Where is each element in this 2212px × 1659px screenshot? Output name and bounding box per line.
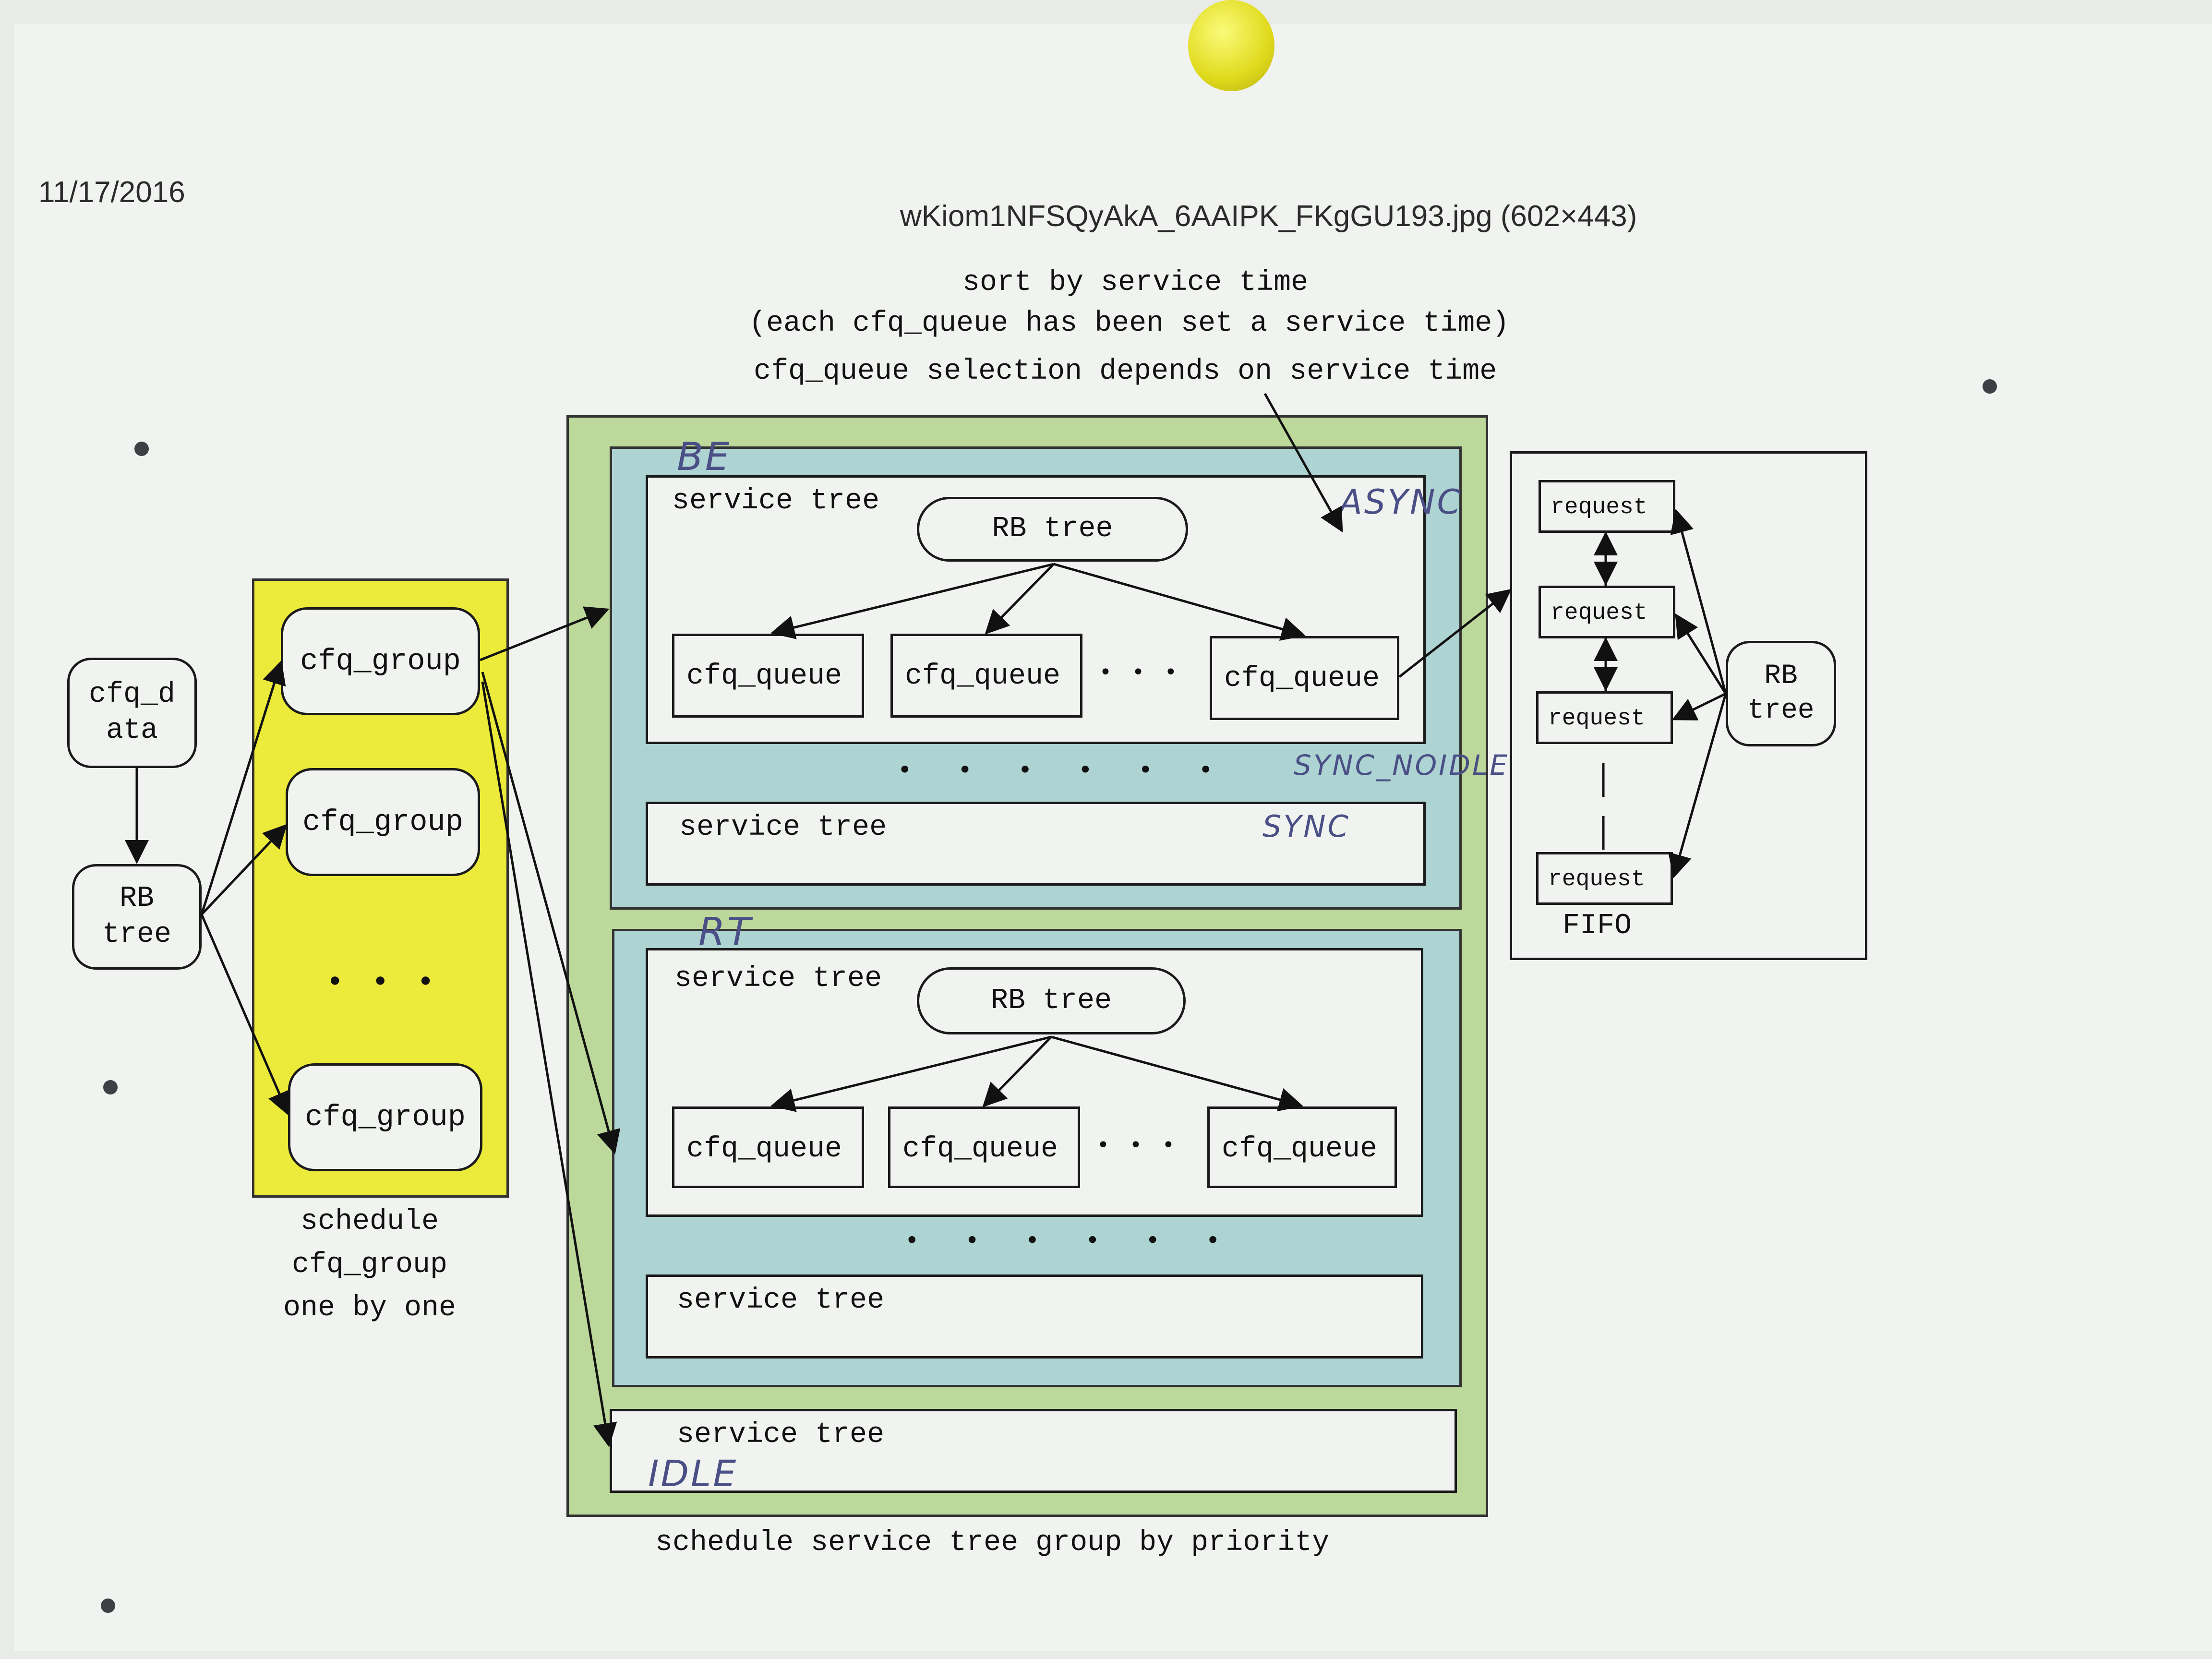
be-cfq-queue-1 — [672, 634, 864, 718]
rt-cfq-queue-3-label: cfq_queue — [1222, 1133, 1378, 1166]
priority-caption: schedule service tree group by priority — [655, 1527, 1330, 1559]
punch-hole — [101, 1599, 115, 1613]
idle-service-tree — [610, 1409, 1457, 1493]
be-rb-tree-node: RB tree — [917, 497, 1188, 562]
rt-lower-service-tree — [646, 1274, 1423, 1358]
print-filename: wKiom1NFSQyAkA_6AAIPK_FKgGU193.jpg (602×… — [900, 200, 1637, 233]
group-ellipsis: • • • — [326, 965, 444, 998]
fifo-label: FIFO — [1563, 910, 1632, 942]
cfq-data-node: cfq_d ata — [67, 658, 197, 768]
rt-queue-ellipsis: • • • — [1097, 1133, 1181, 1157]
cfq-group-node-2: cfq_group — [286, 768, 480, 876]
rt-tree-dots: • • • • • • — [905, 1226, 1239, 1254]
be-hand-sync: SYNC — [1262, 809, 1350, 844]
rt-cfq-queue-3 — [1207, 1106, 1397, 1188]
schedule-group-caption: schedule cfq_group one by one — [283, 1205, 457, 1324]
punch-hole — [134, 442, 149, 456]
fifo-request-3-label: request — [1548, 706, 1645, 732]
be-cfq-queue-3-label: cfq_queue — [1224, 662, 1380, 695]
rt-cfq-queue-1 — [672, 1106, 864, 1188]
rt-cfq-queue-2-label: cfq_queue — [902, 1133, 1058, 1166]
annotation-line-2: (each cfq_queue has been set a service t… — [749, 307, 1510, 340]
rt-hand-label: RT — [698, 910, 753, 954]
fifo-request-2 — [1539, 586, 1675, 638]
idle-hand-label: IDLE — [648, 1452, 738, 1495]
be-cfq-queue-1-label: cfq_queue — [686, 660, 842, 693]
punch-hole — [103, 1080, 118, 1094]
fifo-request-1 — [1539, 480, 1675, 533]
be-queue-ellipsis: • • • — [1099, 660, 1184, 685]
rt-cfq-queue-2 — [888, 1106, 1080, 1188]
idle-service-tree-label: service tree — [677, 1419, 885, 1451]
fifo-request-4-label: request — [1548, 866, 1645, 892]
rt-rb-tree-node: RB tree — [917, 967, 1186, 1034]
cfq-group-node-3: cfq_group — [288, 1063, 482, 1171]
fifo-request-1-label: request — [1551, 494, 1647, 520]
be-cfq-queue-2 — [890, 634, 1082, 718]
be-hand-sync-noidle: SYNC_NOIDLE — [1294, 749, 1509, 781]
be-hand-label: BE — [677, 434, 732, 479]
print-date: 11/17/2016 — [38, 176, 185, 209]
fifo-rb-tree-node: RB tree — [1726, 641, 1836, 746]
be-lower-service-tree — [646, 802, 1426, 886]
rb-tree-node-left: RB tree — [72, 864, 202, 970]
be-lower-service-tree-label: service tree — [679, 811, 887, 844]
be-hand-async: ASYNC — [1339, 482, 1463, 522]
rt-lower-service-tree-label: service tree — [677, 1284, 885, 1317]
be-tree-dots: • • • • • • — [898, 756, 1232, 784]
annotation-line-3: cfq_queue selection depends on service t… — [754, 355, 1497, 388]
fifo-request-3 — [1536, 691, 1673, 744]
fifo-request-4 — [1536, 852, 1673, 905]
annotation-line-1: sort by service time — [962, 266, 1309, 299]
fifo-request-2-label: request — [1551, 600, 1647, 626]
rt-upper-service-tree-label: service tree — [674, 962, 882, 995]
rt-cfq-queue-1-label: cfq_queue — [686, 1133, 842, 1166]
cfq-group-node-1: cfq_group — [281, 607, 480, 715]
punch-hole — [1983, 379, 1997, 394]
be-cfq-queue-2-label: cfq_queue — [905, 660, 1061, 693]
be-upper-service-tree-label: service tree — [672, 485, 880, 517]
pushpin-icon — [1188, 0, 1274, 91]
